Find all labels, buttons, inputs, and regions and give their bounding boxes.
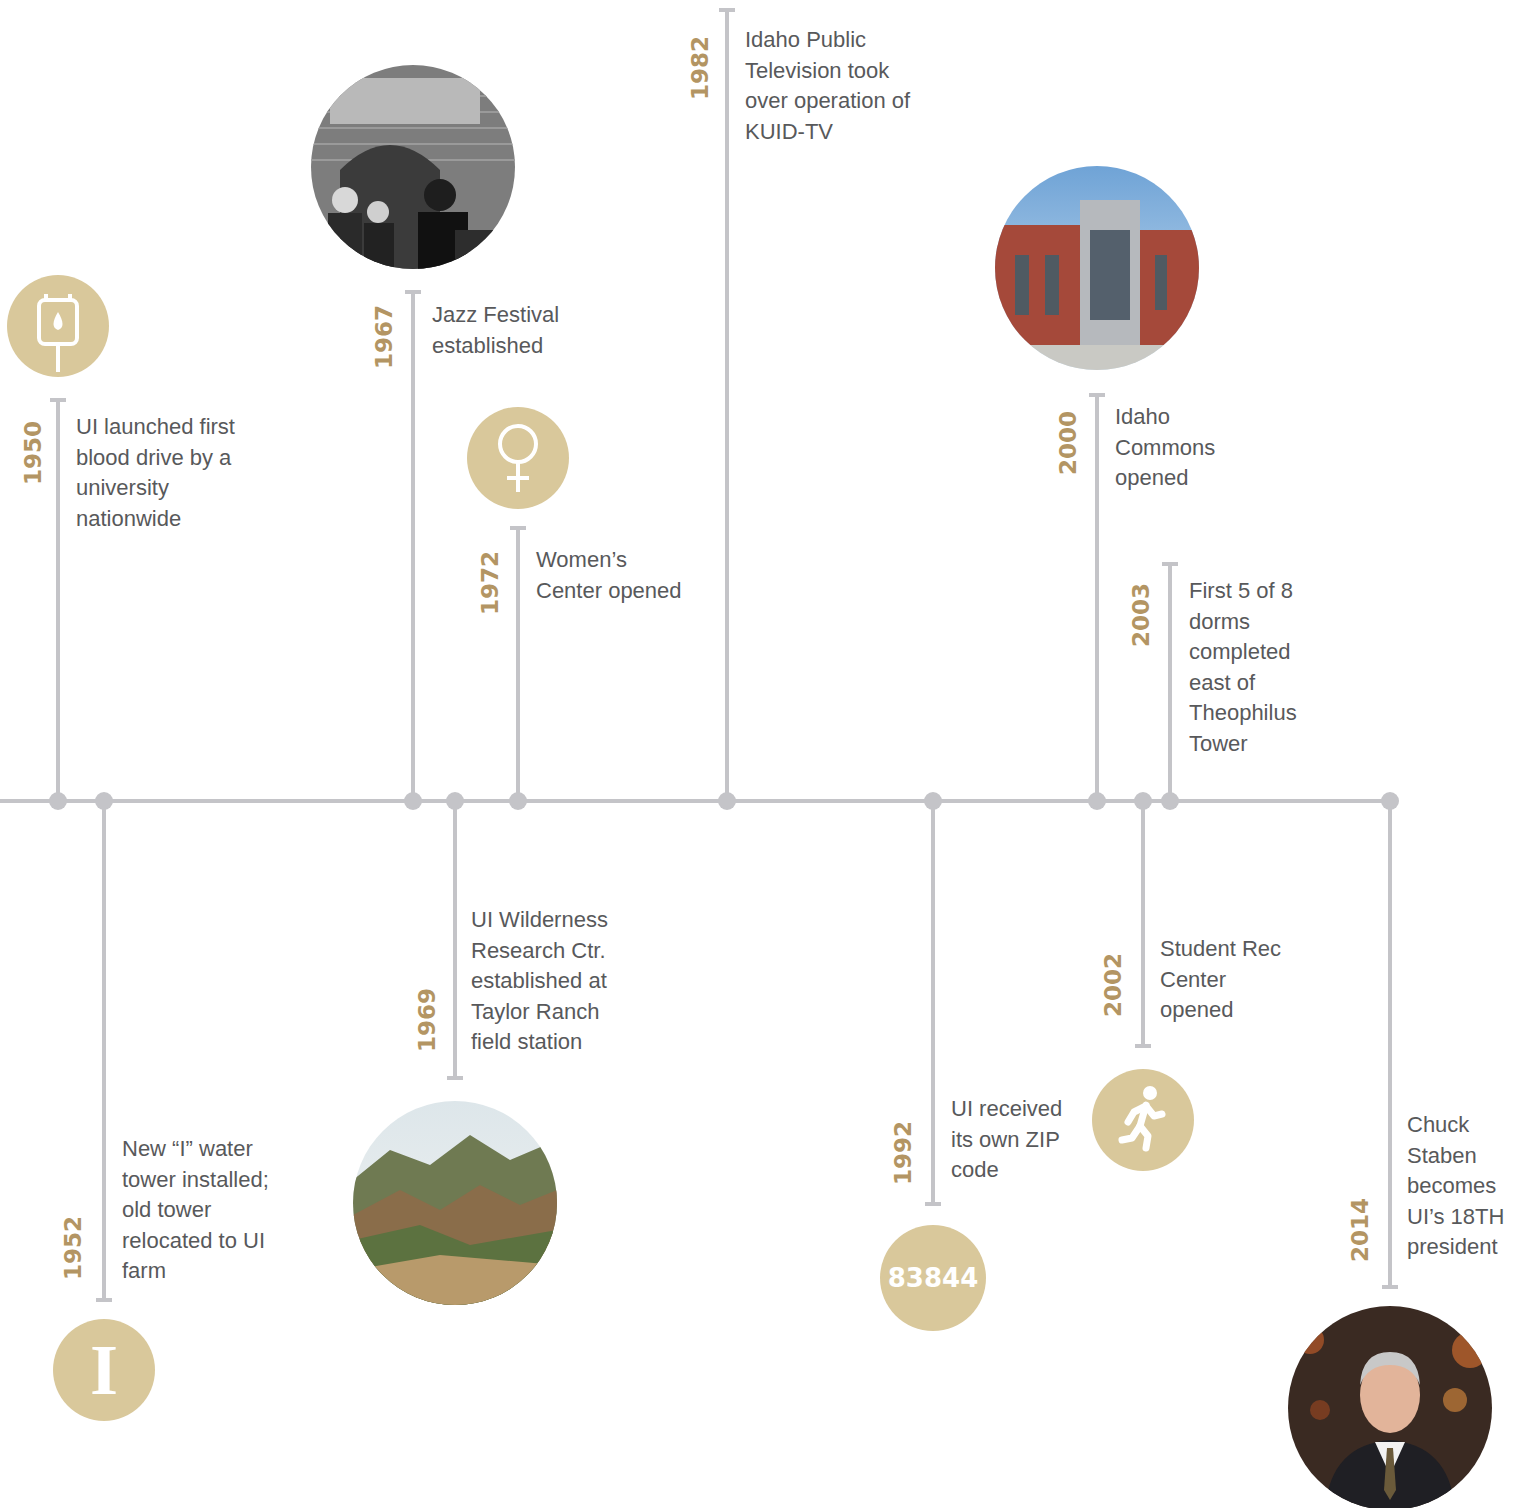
blood-bag-icon <box>7 275 109 377</box>
jazz-photo <box>311 65 515 275</box>
event-text: Idaho Commons opened <box>1115 402 1233 494</box>
year-label: 1950 <box>20 421 46 485</box>
female-symbol-icon <box>467 407 569 509</box>
president-photo <box>1288 1306 1492 1508</box>
year-label: 2003 <box>1128 583 1154 647</box>
event-text: UI launched first blood drive by a unive… <box>76 412 256 534</box>
year-label: 1972 <box>477 551 503 615</box>
year-label: 1952 <box>60 1216 86 1280</box>
year-label: 1992 <box>890 1121 916 1185</box>
event-text: UI received its own ZIP code <box>951 1094 1073 1186</box>
year-label: 1982 <box>687 36 713 100</box>
year-label: 2000 <box>1055 411 1081 475</box>
event-text: New “I” water tower installed; old tower… <box>122 1134 297 1287</box>
event-text: Women’s Center opened <box>536 545 698 606</box>
event-text: First 5 of 8 dorms completed east of The… <box>1189 576 1311 759</box>
commons-photo <box>995 166 1200 370</box>
zip-code-circle: 83844 <box>880 1225 986 1331</box>
runner-icon <box>1092 1069 1194 1171</box>
tower-letter-circle: I <box>53 1319 155 1421</box>
wilderness-photo <box>353 1101 557 1305</box>
axis-dots <box>49 792 1399 810</box>
event-text: Idaho Public Television took over operat… <box>745 25 917 147</box>
year-label: 1969 <box>414 988 440 1052</box>
event-text: UI Wilderness Research Ctr. established … <box>471 905 629 1058</box>
event-text: Jazz Festival established <box>432 300 572 361</box>
event-text: Student Rec Center opened <box>1160 934 1282 1026</box>
circle-text: 83844 <box>888 1263 978 1293</box>
year-label: 1967 <box>371 305 397 369</box>
year-label: 2014 <box>1347 1198 1373 1262</box>
event-text: Chuck Staben becomes UI’s 18TH president <box>1407 1110 1516 1263</box>
year-label: 2002 <box>1100 953 1126 1017</box>
circle-text: I <box>90 1329 118 1412</box>
axis-and-stems <box>0 10 1398 1300</box>
